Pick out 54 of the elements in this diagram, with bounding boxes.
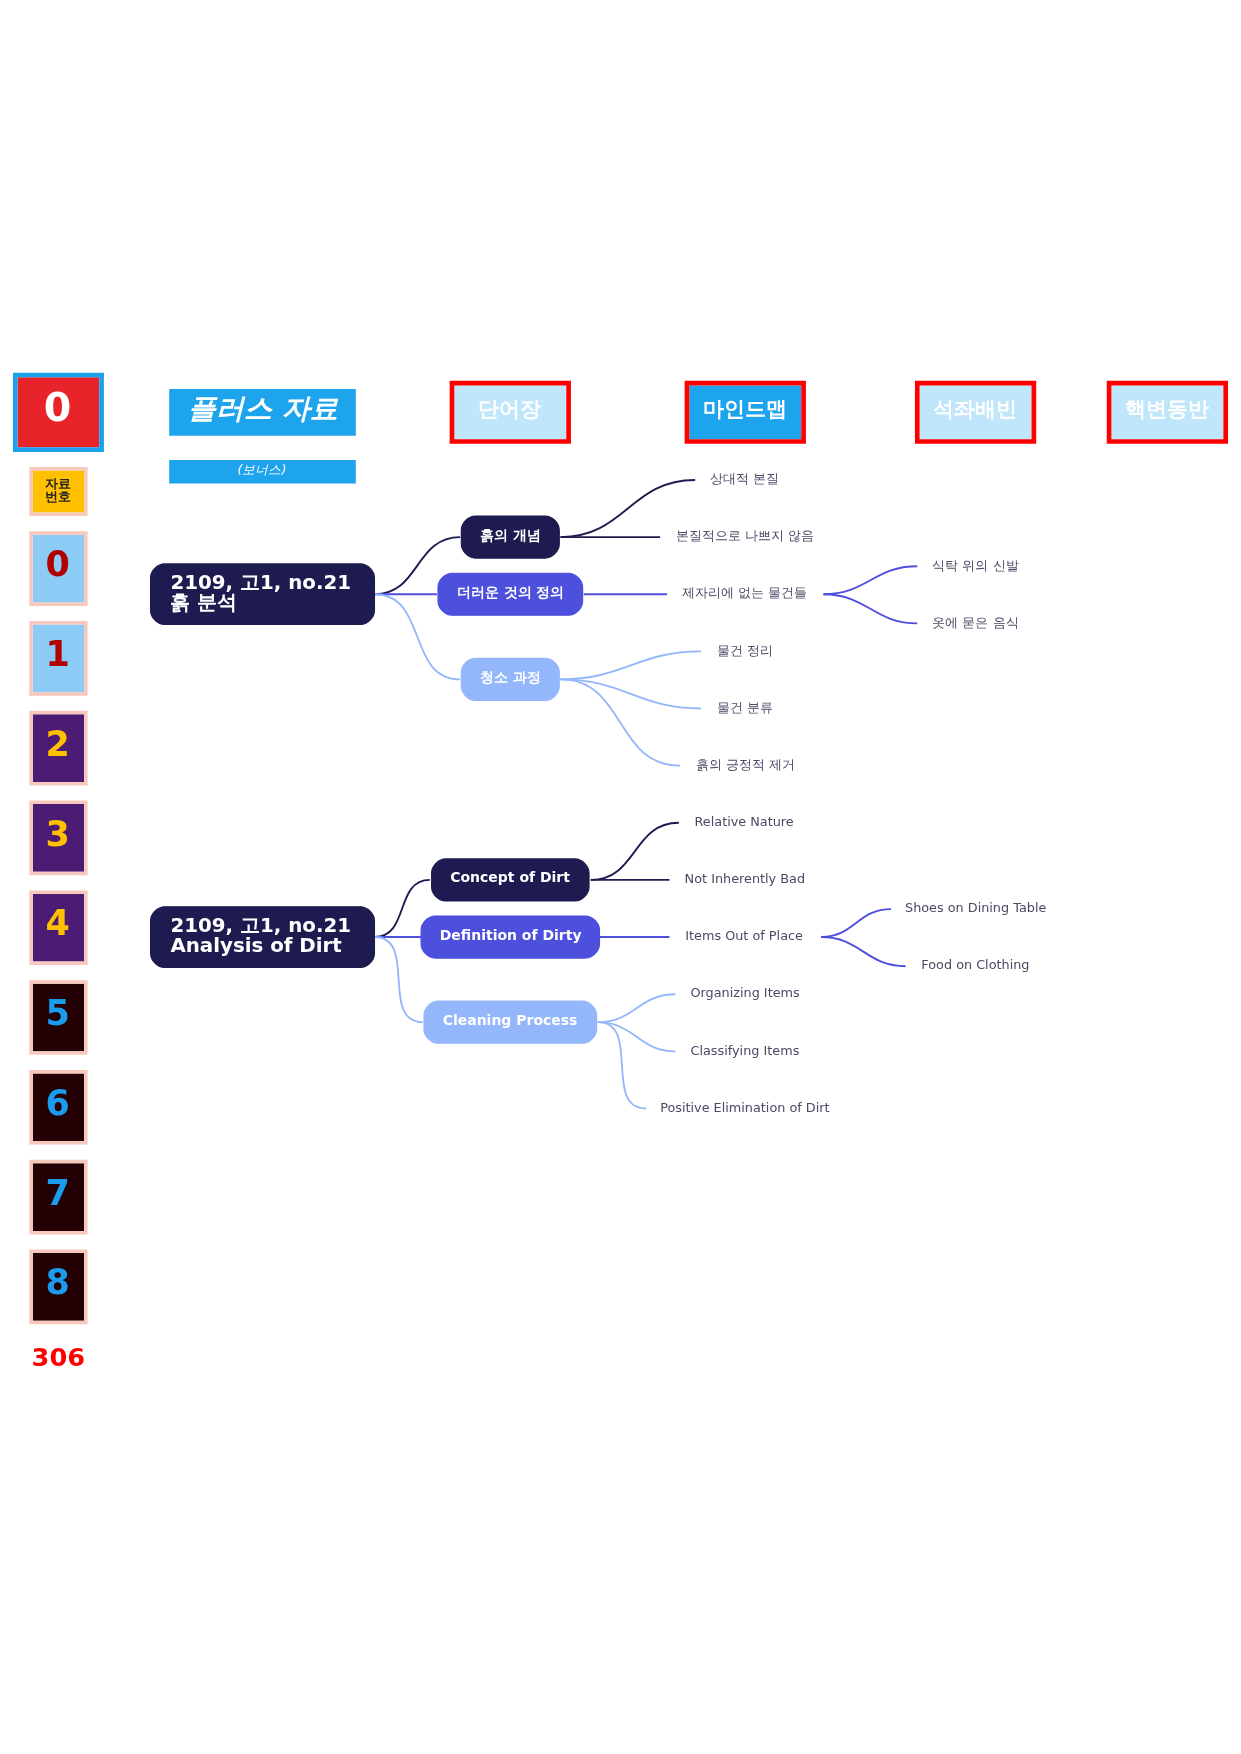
label: 6 (45, 1082, 70, 1123)
node-text: 본질적으로 나쁘지 않음 (675, 528, 815, 544)
label: 플러스 자료 (187, 392, 338, 426)
label: 핵변동반 (1124, 397, 1209, 422)
label: 2 (45, 723, 70, 764)
node-text: 흙의 긍정적 제거 (695, 756, 795, 772)
connector (559, 479, 697, 538)
connector (596, 1021, 648, 1110)
node-box: Cleaning Process (423, 1000, 598, 1044)
connector (589, 821, 680, 881)
label: 8 (45, 1262, 70, 1303)
connector (589, 879, 671, 881)
connector (820, 936, 907, 968)
node-text: Food on Clothing (921, 957, 1030, 973)
label: 자료 번호 (45, 475, 72, 504)
node-text: Organizing Items (690, 985, 800, 1001)
node-box: 청소 과정 (460, 657, 560, 701)
node-text: 제자리에 없는 물건들 (682, 585, 808, 601)
label: 3 (45, 813, 70, 854)
label: 0 (45, 544, 70, 585)
connector (582, 593, 669, 596)
node-box: Concept of Dirt (431, 858, 590, 902)
node-text: 식탁 위의 신발 (932, 557, 1019, 573)
connector (559, 678, 681, 767)
label: 0 (43, 384, 72, 431)
node-box: 2109, 고1, no.21 흙 분석 (149, 563, 376, 626)
connector (822, 593, 919, 625)
label: 1 (45, 633, 70, 674)
label: (보너스) (237, 461, 287, 477)
label: 306 (31, 1341, 86, 1372)
connector (559, 536, 662, 538)
label: 4 (45, 903, 70, 944)
node-text: Shoes on Dining Table (905, 900, 1047, 916)
label: 마인드맵 (702, 397, 787, 422)
node-text: 상대적 본질 (710, 471, 780, 487)
label: 석좌배빈 (933, 397, 1018, 422)
node-text: Items Out of Place (685, 928, 803, 944)
label: 7 (45, 1172, 70, 1213)
label: 5 (45, 993, 70, 1034)
node-box: 2109, 고1, no.21 Analysis of Dirt (149, 906, 376, 968)
node-text: 옷에 묻은 음식 (932, 614, 1019, 630)
node-box: 흙의 개념 (460, 515, 560, 559)
node-text: Relative Nature (694, 814, 794, 830)
node-text: Not Inherently Bad (684, 871, 806, 887)
node-text: Positive Elimination of Dirt (660, 1099, 830, 1115)
node-box: Definition of Dirty (420, 915, 601, 959)
node-text: Classifying Items (690, 1042, 800, 1058)
connector (373, 936, 424, 1024)
connector (373, 593, 462, 681)
label: 단어장 (478, 397, 542, 422)
node-box: 더러운 것의 정의 (437, 572, 584, 616)
node-text: 물건 정리 (716, 642, 773, 658)
connector (598, 936, 671, 938)
node-text: 물건 분류 (716, 699, 773, 715)
